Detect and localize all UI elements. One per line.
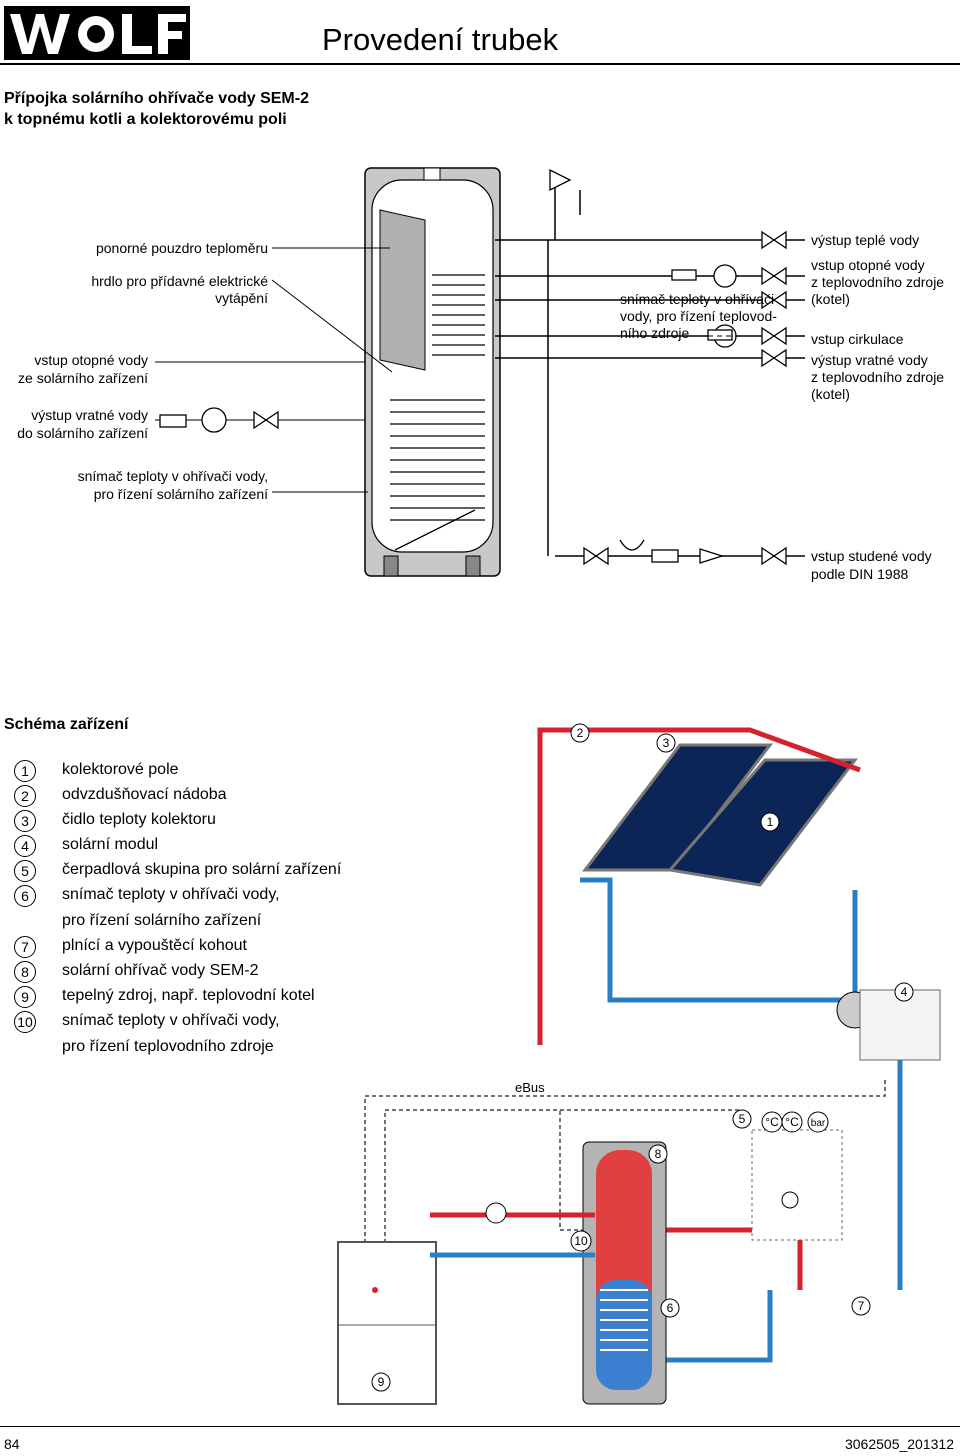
label-solar-flow-1: vstup otopné vody [34, 352, 148, 368]
label-boiler-sensor-1: snímač teploty v ohřívači [620, 291, 775, 307]
label-boiler-flow-1: vstup otopné vody [811, 257, 925, 273]
ebus-line [364, 1080, 886, 1250]
legend-text: odvzdušňovací nádoba [62, 786, 227, 803]
thermometer-label-2: °C [785, 1115, 799, 1129]
label-boiler-sensor-3: ního zdroje [620, 325, 690, 341]
manometer-label: bar [811, 1118, 826, 1129]
legend-item: 7 plnící a vypouštěcí kohout [14, 936, 247, 958]
piping-diagram [155, 167, 805, 577]
label-cold-water-1: vstup studené vody [811, 548, 932, 564]
legend-text: snímač teploty v ohřívači vody, [62, 886, 280, 903]
label-solar-sensor-2: pro řízení solárního zařízení [93, 486, 268, 502]
collector-field [581, 743, 859, 887]
legend-item: 4 solární modul [14, 835, 158, 857]
label-boiler-sensor-2: vody, pro řízení teplovod- [620, 308, 777, 324]
legend-item: 9 tepelný zdroj, např. teplovodní kotel [14, 986, 315, 1008]
section-subtitle: Přípojka solárního ohřívače vody SEM-2 k… [4, 88, 309, 130]
legend-item: pro řízení solárního zařízení [14, 911, 261, 933]
legend-text: solární ohřívač vody SEM-2 [62, 962, 259, 979]
marker-1: 1 [767, 815, 774, 829]
legend-text: čerpadlová skupina pro solární zařízení [62, 861, 342, 878]
legend-item: 10 snímač teploty v ohřívači vody, [14, 1011, 280, 1033]
label-hot-water-out: výstup teplé vody [811, 232, 920, 248]
cold-pipes [580, 877, 903, 1363]
legend-number: 2 [14, 785, 36, 807]
legend-number: 8 [14, 961, 36, 983]
wolf-logo [4, 6, 190, 60]
schema-title: Schéma zařízení [4, 716, 129, 733]
label-solar-sensor-1: snímač teploty v ohřívači vody, [77, 468, 268, 484]
legend-text: tepelný zdroj, např. teplovodní kotel [62, 987, 315, 1004]
marker-2: 2 [577, 726, 584, 740]
label-boiler-return-1: výstup vratné vody [811, 352, 928, 368]
marker-10: 10 [574, 1234, 588, 1248]
solar-module [859, 989, 941, 1061]
legend-text: snímač teploty v ohřívači vody, [62, 1012, 280, 1029]
label-boiler-flow-2: z teplovodního zdroje [811, 274, 945, 290]
page-number: 84 [4, 1436, 20, 1452]
solar-tank [582, 1141, 667, 1405]
legend-number: 9 [14, 986, 36, 1008]
left-valves [159, 407, 279, 433]
legend-text: plnící a vypouštěcí kohout [62, 937, 247, 954]
ebus-label: eBus [515, 1080, 545, 1095]
marker-5: 5 [739, 1112, 746, 1126]
thermometer-label-1: °C [765, 1115, 779, 1129]
label-solar-return-2: do solárního zařízení [17, 425, 148, 441]
label-boiler-return-3: (kotel) [811, 386, 850, 402]
legend-item: pro řízení teplovodního zdroje [14, 1037, 274, 1059]
header-divider [0, 63, 960, 65]
system-schematic: eBus 2 3 1 [337, 723, 941, 1405]
label-solar-flow-2: ze solárního zařízení [18, 370, 148, 386]
page-title: Provedení trubek [322, 22, 559, 57]
marker-4: 4 [901, 985, 908, 999]
legend-item: 2 odvzdušňovací nádoba [14, 785, 227, 807]
legend-item: 1 kolektorové pole [14, 760, 179, 782]
marker-3: 3 [663, 736, 670, 750]
legend-text: pro řízení teplovodního zdroje [62, 1038, 274, 1055]
legend-text: čidlo teploty kolektoru [62, 811, 216, 828]
subtitle-line-2: k topnému kotli a kolektorovému poli [4, 111, 287, 128]
label-sensor-pocket: ponorné pouzdro teploměru [95, 240, 268, 256]
label-solar-return-1: výstup vratné vody [31, 407, 148, 423]
legend-item: 5 čerpadlová skupina pro solární zařízení [14, 860, 341, 882]
label-circulation: vstup cirkulace [811, 331, 904, 347]
legend-number: 1 [14, 760, 36, 782]
legend-text: pro řízení solárního zařízení [62, 912, 262, 929]
pump-group [751, 1129, 843, 1241]
legend-number: 7 [14, 936, 36, 958]
legend-text: kolektorové pole [62, 761, 179, 778]
label-heater-socket-2: vytápění [215, 290, 268, 306]
marker-7: 7 [858, 1299, 865, 1313]
marker-8: 8 [655, 1147, 662, 1161]
label-cold-water-2: podle DIN 1988 [811, 566, 909, 582]
legend-number: 6 [14, 885, 36, 907]
legend-item: 6 snímač teploty v ohřívači vody, [14, 885, 280, 907]
label-boiler-flow-3: (kotel) [811, 291, 850, 307]
legend-number: 10 [14, 1011, 36, 1033]
marker-6: 6 [667, 1301, 674, 1315]
document-number: 3062505_201312 [844, 1436, 954, 1452]
label-heater-socket-1: hrdlo pro přídavné elektrické [91, 273, 268, 289]
upper-heat-coil [432, 274, 485, 356]
label-boiler-return-2: z teplovodního zdroje [811, 369, 945, 385]
legend-text: solární modul [62, 836, 159, 853]
marker-9: 9 [378, 1375, 385, 1389]
legend-number: 5 [14, 860, 36, 882]
legend-number: 4 [14, 835, 36, 857]
legend-item: 8 solární ohřívač vody SEM-2 [14, 961, 259, 983]
right-pipes [495, 178, 805, 557]
lower-heat-coil [390, 399, 485, 551]
subtitle-line-1: Přípojka solárního ohřívače vody SEM-2 [4, 90, 309, 107]
legend-item: 3 čidlo teploty kolektoru [14, 810, 216, 832]
legend-number: 3 [14, 810, 36, 832]
right-valves [549, 168, 787, 566]
footer-divider [0, 1426, 960, 1427]
